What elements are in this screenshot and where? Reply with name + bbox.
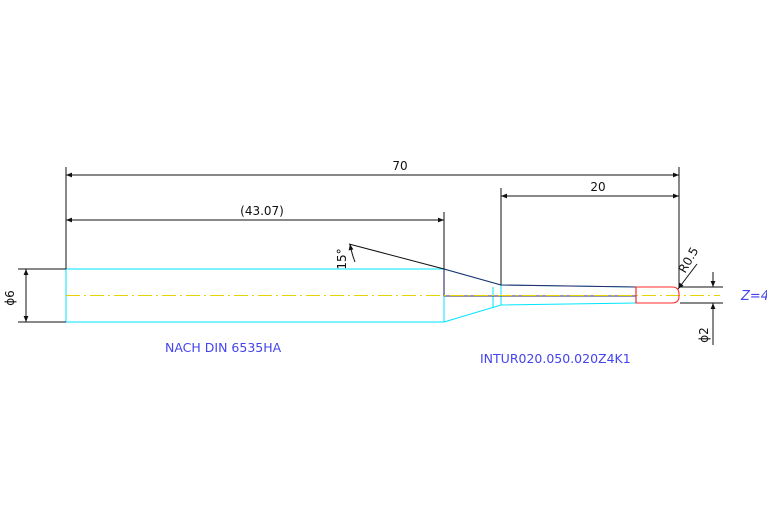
part-number-note: INTUR020.050.020Z4K1 — [480, 351, 631, 366]
overall-length-label: 70 — [392, 159, 407, 173]
dim-shank-diameter — [18, 268, 66, 323]
flute-count-note: Z=4 — [740, 289, 767, 304]
taper-bottom-outline — [443, 302, 637, 323]
shank-diameter-label: ϕ6 — [3, 290, 17, 306]
corner-radius-leader — [677, 263, 698, 290]
tip-diameter-label: ϕ2 — [697, 327, 711, 343]
dim-shank-length — [66, 212, 445, 269]
dim-flute-length — [500, 188, 679, 285]
taper-angle-label: 15° — [335, 248, 349, 269]
flute-length-label: 20 — [590, 180, 605, 194]
cutting-edge — [635, 286, 680, 304]
taper-top-outline — [443, 268, 637, 288]
dim-taper-angle — [348, 243, 445, 270]
dim-tip-diameter — [680, 272, 723, 345]
taper-dark-edges — [443, 268, 637, 303]
shank-length-label: (43.07) — [240, 204, 284, 218]
standard-note: NACH DIN 6535HA — [165, 340, 282, 355]
